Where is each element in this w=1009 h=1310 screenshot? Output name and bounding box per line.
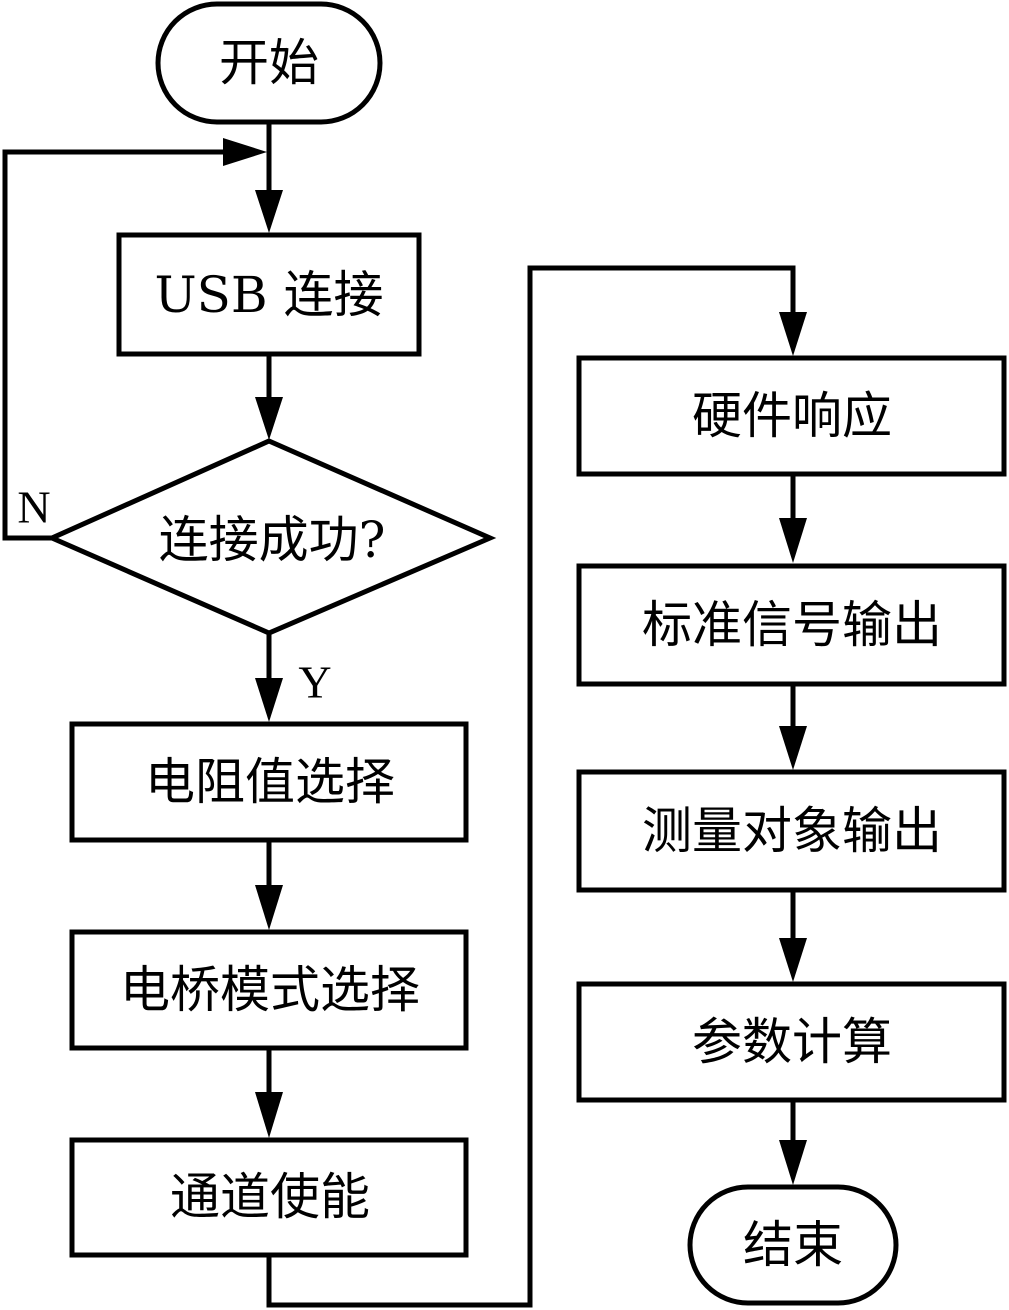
arrowhead-channel: [255, 1092, 283, 1138]
node-measured-object-output: 测量对象输出: [576, 769, 1007, 893]
arrowhead-resistance: [255, 678, 283, 722]
node-start-label: 开始: [219, 34, 319, 92]
node-channel-enable: 通道使能: [69, 1137, 469, 1258]
node-resistance-select: 电阻值选择: [69, 721, 469, 843]
node-hardware-response: 硬件响应: [576, 355, 1007, 477]
arrowhead-measured: [779, 726, 807, 770]
node-standard-signal-output-label: 标准信号输出: [642, 596, 942, 654]
node-standard-signal-output: 标准信号输出: [576, 563, 1007, 687]
connector-loop-back-no: [2, 149, 240, 541]
node-decision-label: 连接成功?: [159, 511, 386, 569]
edge-label-no: N: [17, 482, 50, 533]
node-decision-connected: 连接成功?: [45, 438, 497, 636]
node-parameter-calc-label: 参数计算: [692, 1013, 892, 1071]
node-end-label: 结束: [743, 1216, 843, 1274]
edge-label-yes: Y: [298, 657, 331, 708]
arrowhead-decision: [255, 397, 283, 440]
node-bridge-mode-select-label: 电桥模式选择: [120, 961, 420, 1019]
node-bridge-mode-select: 电桥模式选择: [69, 929, 469, 1051]
arrowhead-bridge: [255, 885, 283, 930]
connector-channel-to-hardware: [266, 265, 796, 1308]
arrowhead-calc: [779, 938, 807, 982]
arrowhead-hardware: [779, 312, 807, 356]
node-parameter-calc: 参数计算: [576, 981, 1007, 1103]
node-measured-object-output-label: 测量对象输出: [642, 802, 942, 860]
node-channel-enable-label: 通道使能: [170, 1168, 370, 1226]
arrowhead-loop-back: [223, 138, 267, 166]
node-resistance-select-label: 电阻值选择: [145, 753, 395, 811]
node-hardware-response-label: 硬件响应: [692, 387, 892, 445]
arrowhead-usb: [255, 190, 283, 233]
arrowhead-standard: [779, 518, 807, 563]
node-usb-connect-label: USB 连接: [154, 266, 383, 324]
node-end: 结束: [687, 1184, 899, 1306]
arrowhead-end: [779, 1140, 807, 1185]
node-start: 开始: [155, 1, 383, 125]
node-usb-connect: USB 连接: [116, 232, 422, 357]
